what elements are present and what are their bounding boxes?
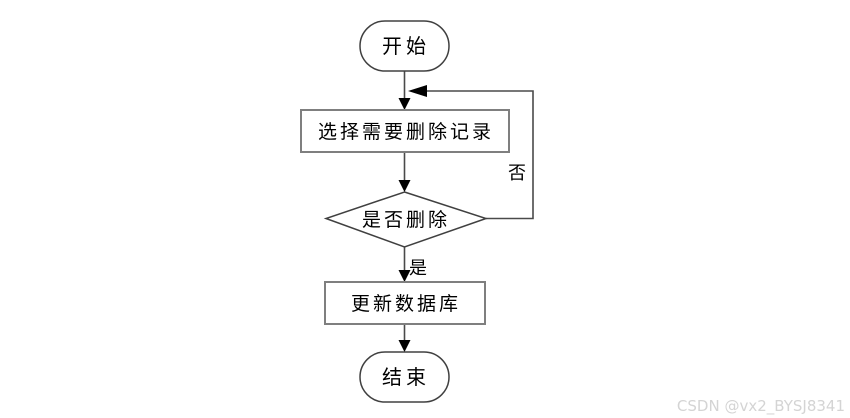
start-terminator-shape [359, 20, 450, 72]
start-node-label: 开始 [382, 34, 430, 58]
decision-node-label: 是否删除 [362, 209, 450, 231]
start-node: 开始 [359, 20, 450, 72]
arrowhead-down-icon [398, 340, 411, 352]
watermark-text: CSDN @vx2_BYSJ8341 [677, 397, 845, 416]
edge-label-yes: 是 [409, 258, 427, 279]
update-node-label: 更新数据库 [351, 293, 461, 315]
decision-node: 是否删除 [323, 191, 489, 248]
arrowhead-left-icon [408, 85, 427, 97]
process-select-node: 选择需要删除记录 [300, 109, 510, 153]
select-process-shape [300, 109, 510, 153]
select-node-label: 选择需要删除记录 [318, 121, 494, 143]
arrowhead-down-icon [398, 98, 411, 110]
process-update-node: 更新数据库 [324, 281, 486, 325]
decision-diamond-shape [323, 191, 489, 248]
update-process-shape [324, 281, 486, 325]
arrowhead-down-icon [398, 270, 411, 282]
end-node: 结束 [359, 351, 450, 403]
edge-decision-no-loop [427, 90, 534, 220]
end-terminator-shape [359, 351, 450, 403]
end-node-label: 结束 [382, 365, 430, 389]
edge-label-no: 否 [508, 163, 526, 184]
arrowhead-down-icon [398, 180, 411, 192]
